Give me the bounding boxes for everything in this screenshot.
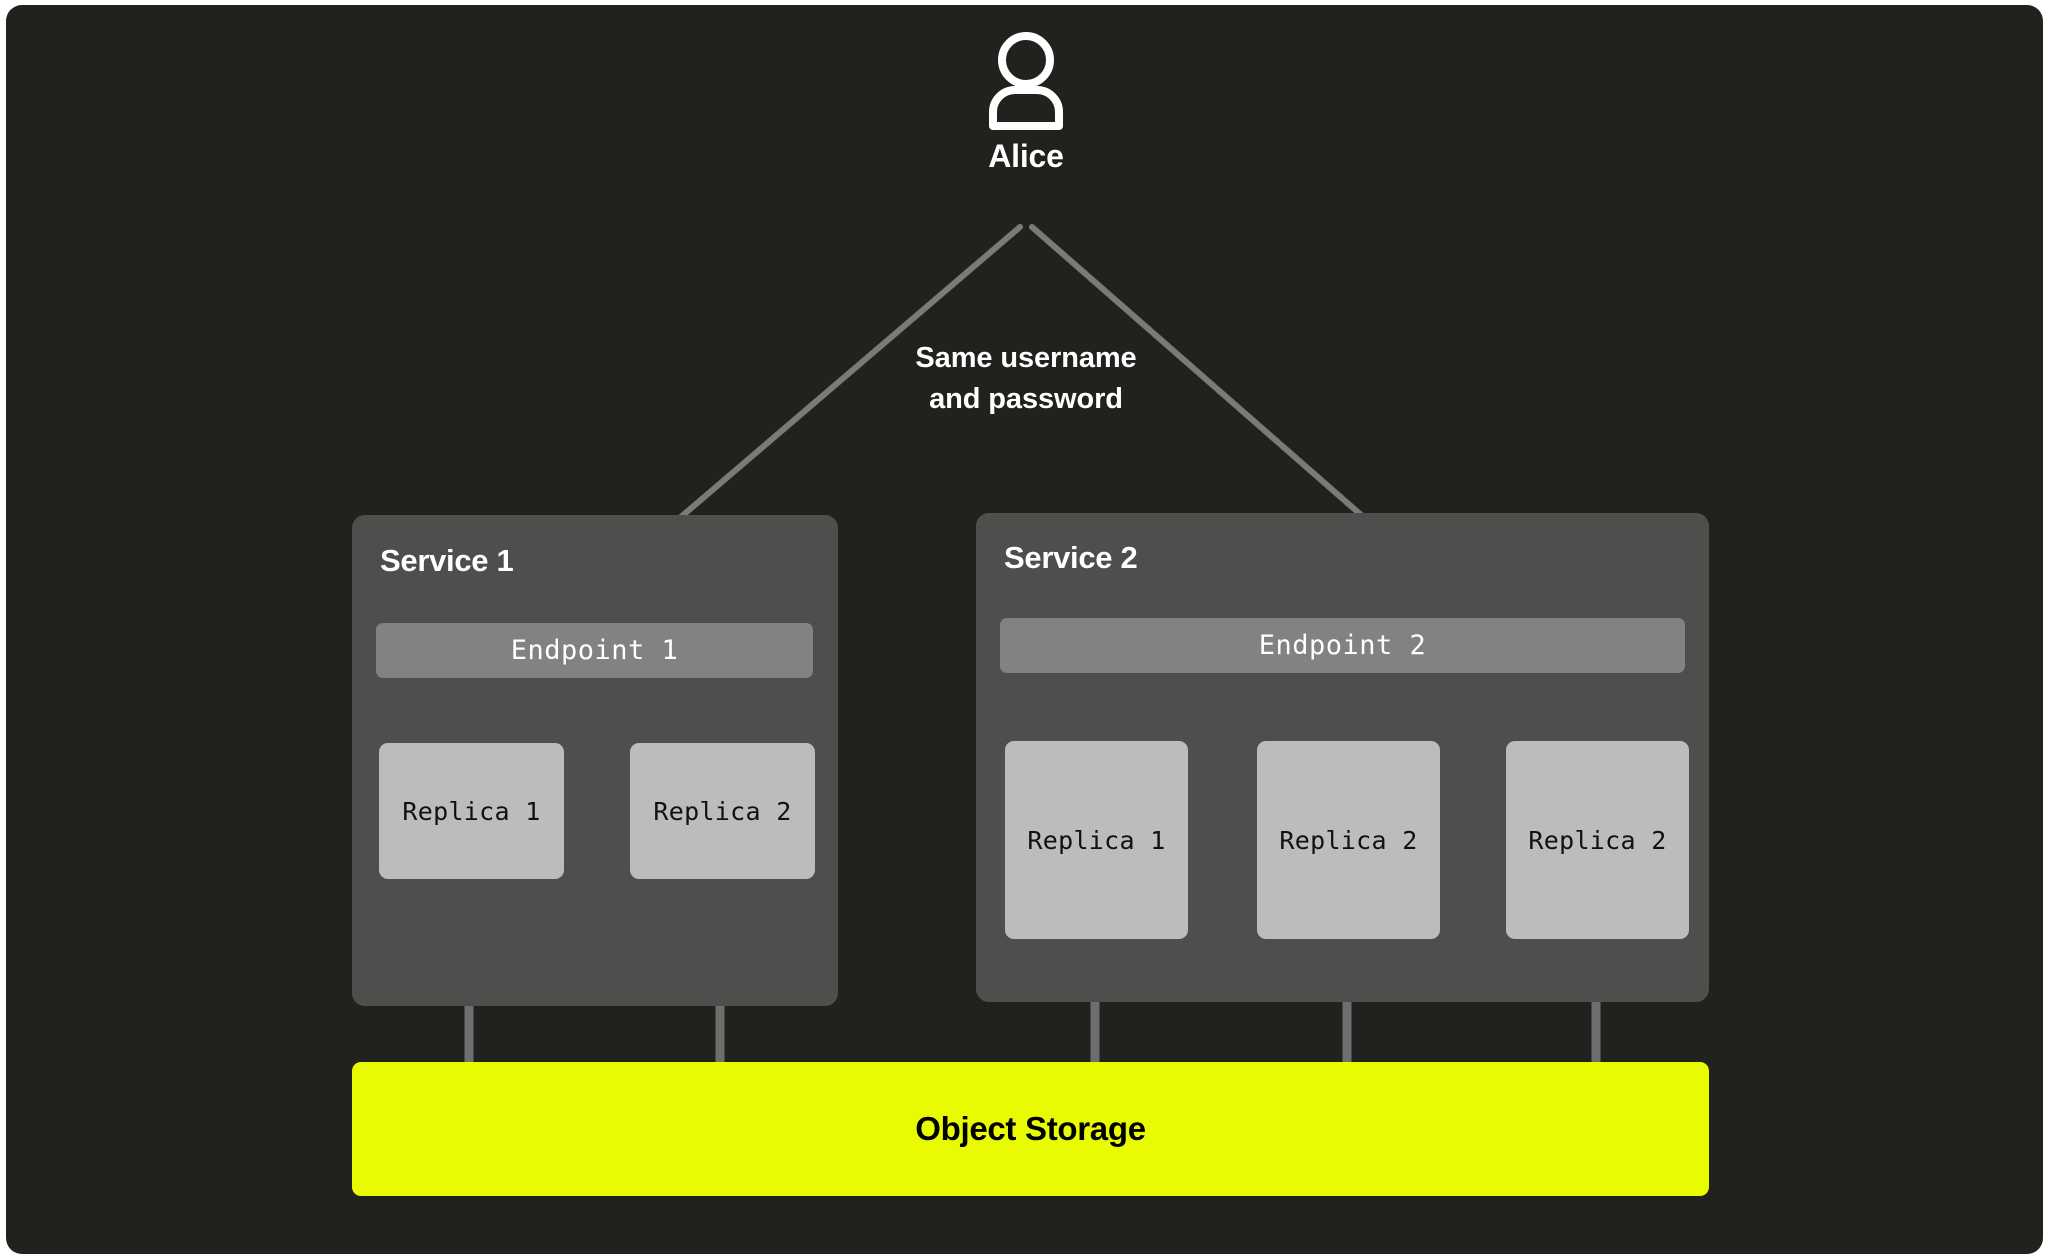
service-1-replica-2[interactable]: Replica 2	[630, 743, 815, 879]
object-storage-label: Object Storage	[915, 1110, 1146, 1147]
object-storage-node[interactable]: Object Storage	[352, 1062, 1709, 1196]
diagram-canvas: Alice Same username and password Service…	[6, 5, 2043, 1254]
user-icon	[989, 32, 1063, 130]
service-2-title: Service 2	[1004, 540, 1138, 575]
edge-caption-line-1: Same username	[915, 342, 1137, 374]
endpoint-1[interactable]: Endpoint 1	[376, 623, 813, 678]
service-2-replica-2[interactable]: Replica 2	[1257, 741, 1440, 939]
edge-caption-line-2: and password	[929, 383, 1123, 415]
service-1-replica-1[interactable]: Replica 1	[379, 743, 564, 879]
actor-alice: Alice	[956, 30, 1096, 175]
service-2-replica-3[interactable]: Replica 2	[1506, 741, 1689, 939]
edge-caption: Same username and password	[816, 338, 1236, 420]
endpoint-2[interactable]: Endpoint 2	[1000, 618, 1685, 673]
service-panel-2[interactable]: Service 2 Endpoint 2 Replica 1 Replica 2…	[976, 513, 1709, 1002]
actor-label: Alice	[988, 138, 1064, 174]
service-1-title: Service 1	[380, 543, 514, 578]
service-2-replica-1[interactable]: Replica 1	[1005, 741, 1188, 939]
service-panel-1[interactable]: Service 1 Endpoint 1 Replica 1 Replica 2	[352, 515, 838, 1006]
